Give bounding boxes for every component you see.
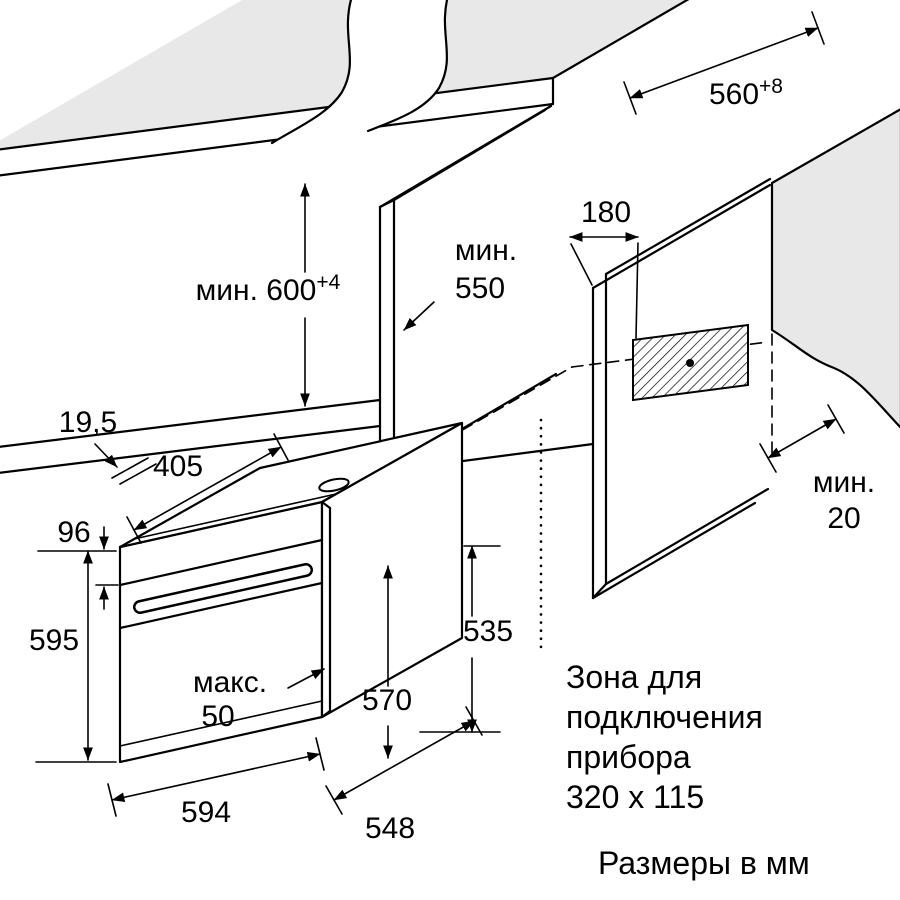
- dim-96-label: 96: [57, 516, 90, 549]
- right-cabinet-panel: [591, 177, 772, 600]
- dim-548-label: 548: [365, 812, 415, 845]
- dim-max50-label: макс. 50: [193, 666, 267, 733]
- dim-550-pointer: [403, 301, 435, 331]
- svg-text:20: 20: [827, 502, 860, 535]
- dim-594-arrow: [107, 737, 325, 817]
- dim-20-arrow: [759, 404, 845, 473]
- connection-zone: [632, 323, 749, 402]
- svg-text:подключения: подключения: [566, 699, 763, 735]
- dim-20-label: мин. 20: [813, 466, 875, 535]
- svg-text:мин.: мин.: [813, 466, 875, 499]
- dim-560-arrow: [623, 11, 825, 115]
- dim-594-label: 594: [181, 796, 231, 829]
- top-slot: [318, 477, 350, 493]
- svg-text:Зона для: Зона для: [566, 659, 702, 695]
- svg-text:макс.: макс.: [193, 666, 267, 699]
- rear-wall-panel: [770, 108, 900, 429]
- countertop: [0, 0, 690, 177]
- dim-96-arrow: [37, 526, 119, 610]
- door-bottom-line: [119, 700, 323, 747]
- dim-550-label: мин. 550: [455, 234, 517, 305]
- svg-text:550: 550: [455, 272, 505, 305]
- units-label: Размеры в мм: [598, 845, 810, 881]
- dim-595-label: 595: [29, 624, 79, 657]
- dim-19-5-label: 19,5: [59, 406, 117, 439]
- dim-405-label: 405: [153, 450, 203, 483]
- dim-180-arrow: [569, 232, 639, 339]
- dim-548-arrow: [325, 706, 483, 815]
- svg-text:прибора: прибора: [566, 739, 691, 775]
- connection-zone-dot: [686, 359, 694, 367]
- dim-600-label: мин. 600+4: [196, 271, 341, 307]
- oven-handle: [133, 563, 313, 614]
- dim-570-label: 570: [362, 684, 412, 717]
- dim-595-arrow: [35, 550, 117, 763]
- control-panel-line: [118, 538, 324, 587]
- dim-560-label: 560+8: [709, 75, 783, 111]
- niche-left-panel: [378, 104, 595, 479]
- dim-max50-pointer: [287, 668, 325, 689]
- door-top-line: [118, 581, 324, 630]
- svg-text:50: 50: [201, 700, 234, 733]
- dim-535-label: 535: [463, 615, 513, 648]
- dim-405-arrow: [126, 433, 289, 544]
- connection-zone-text: Зона для подключения прибора 320 x 115: [566, 659, 763, 815]
- oven-door-edge: [320, 500, 332, 719]
- dim-180-label: 180: [581, 196, 631, 229]
- svg-text:320 x 115: 320 x 115: [566, 779, 704, 815]
- svg-text:мин.: мин.: [455, 234, 517, 267]
- countertop-break: [270, 0, 449, 145]
